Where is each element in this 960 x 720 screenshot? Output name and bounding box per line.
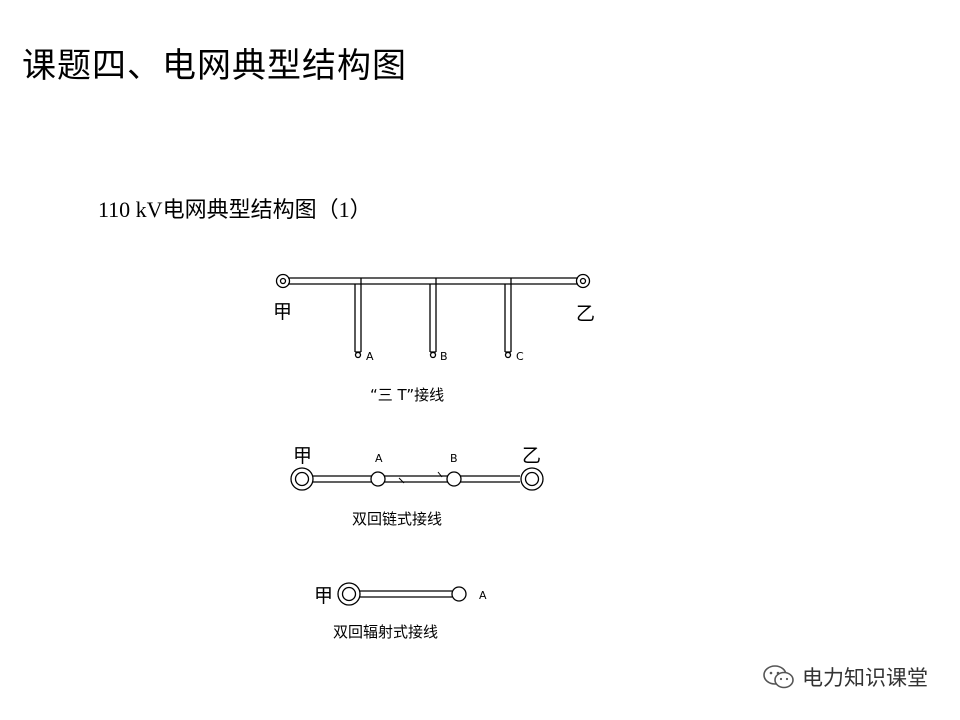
double-radial-caption: 双回辐射式接线 xyxy=(333,623,438,641)
double-chain-diagram xyxy=(290,467,544,491)
chain-station-jia xyxy=(290,467,314,491)
station-jia-source xyxy=(275,273,291,289)
station-yi-source xyxy=(575,273,591,289)
chain-station-yi xyxy=(520,467,544,491)
chain-node-b-label: B xyxy=(450,452,458,465)
chain-node-b xyxy=(446,471,462,487)
triple-t-node-a: A xyxy=(366,350,374,363)
chain-node-a xyxy=(370,471,386,487)
triple-t-station-left: 甲 xyxy=(273,301,292,323)
double-chain-caption: 双回链式接线 xyxy=(352,510,442,528)
triple-t-diagram xyxy=(275,273,591,359)
radial-station-left-label: 甲 xyxy=(314,585,333,607)
chain-station-right-label: 乙 xyxy=(522,445,541,467)
chain-node-a-label: A xyxy=(375,452,383,465)
watermark: 电力知识课堂 xyxy=(762,662,928,692)
triple-t-station-right: 乙 xyxy=(576,303,595,325)
triple-t-node-c: C xyxy=(516,350,524,363)
wechat-icon xyxy=(762,664,796,690)
page-title: 课题四、电网典型结构图 xyxy=(22,46,407,86)
watermark-text: 电力知识课堂 xyxy=(802,666,928,690)
diagram-subtitle: 110 kV电网典型结构图（1） xyxy=(98,197,372,222)
radial-station-jia xyxy=(337,582,361,606)
radial-node-a xyxy=(451,586,467,602)
chain-station-left-label: 甲 xyxy=(293,445,312,467)
radial-node-a-label: A xyxy=(479,589,487,602)
double-radial-diagram xyxy=(337,582,467,606)
triple-t-caption: “三 T”接线 xyxy=(370,386,444,404)
triple-t-node-b: B xyxy=(440,350,448,363)
